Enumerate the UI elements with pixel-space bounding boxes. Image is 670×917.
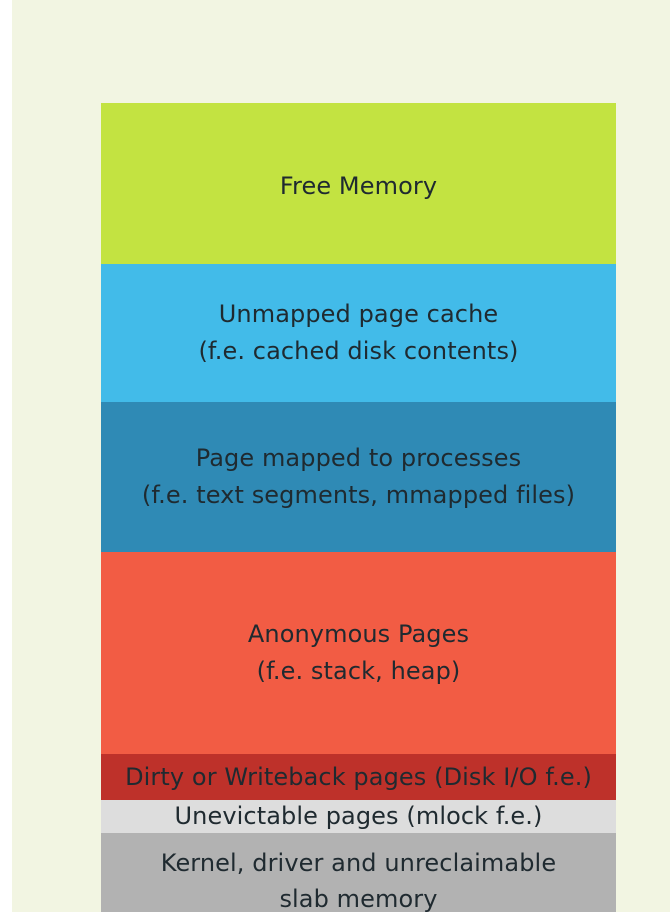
segment-mapped-pages-note: (f.e. text segments, mmapped files) [141,481,576,509]
diagram-background: Free Memory Unmapped page cache (f.e. ca… [12,0,670,913]
segment-unmapped-page-cache-label: Unmapped page cache [218,300,499,328]
segment-unevictable-pages: Unevictable pages (mlock f.e.) [101,800,616,833]
segment-unevictable-pages-label: Unevictable pages (mlock f.e.) [174,802,543,830]
segment-anonymous-pages-label: Anonymous Pages [247,620,470,648]
segment-dirty-writeback-pages: Dirty or Writeback pages (Disk I/O f.e.) [101,754,616,800]
segment-free-memory-label: Free Memory [279,172,438,200]
segment-unmapped-page-cache-note: (f.e. cached disk contents) [198,337,519,365]
segment-kernel-memory-label: Kernel, driver and unreclaimable [160,849,557,877]
segment-mapped-pages-label: Page mapped to processes [195,444,522,472]
segment-anonymous-pages-note: (f.e. stack, heap) [256,657,461,685]
memory-stack: Free Memory Unmapped page cache (f.e. ca… [101,103,616,913]
segment-unmapped-page-cache: Unmapped page cache (f.e. cached disk co… [101,264,616,402]
segment-kernel-memory-label-continued: slab memory [279,885,438,913]
segment-anonymous-pages: Anonymous Pages (f.e. stack, heap) [101,552,616,754]
segment-dirty-writeback-pages-label: Dirty or Writeback pages (Disk I/O f.e.) [125,763,592,791]
segment-kernel-memory: Kernel, driver and unreclaimable slab me… [101,833,616,913]
segment-free-memory: Free Memory [101,103,616,264]
segment-mapped-pages: Page mapped to processes (f.e. text segm… [101,402,616,552]
